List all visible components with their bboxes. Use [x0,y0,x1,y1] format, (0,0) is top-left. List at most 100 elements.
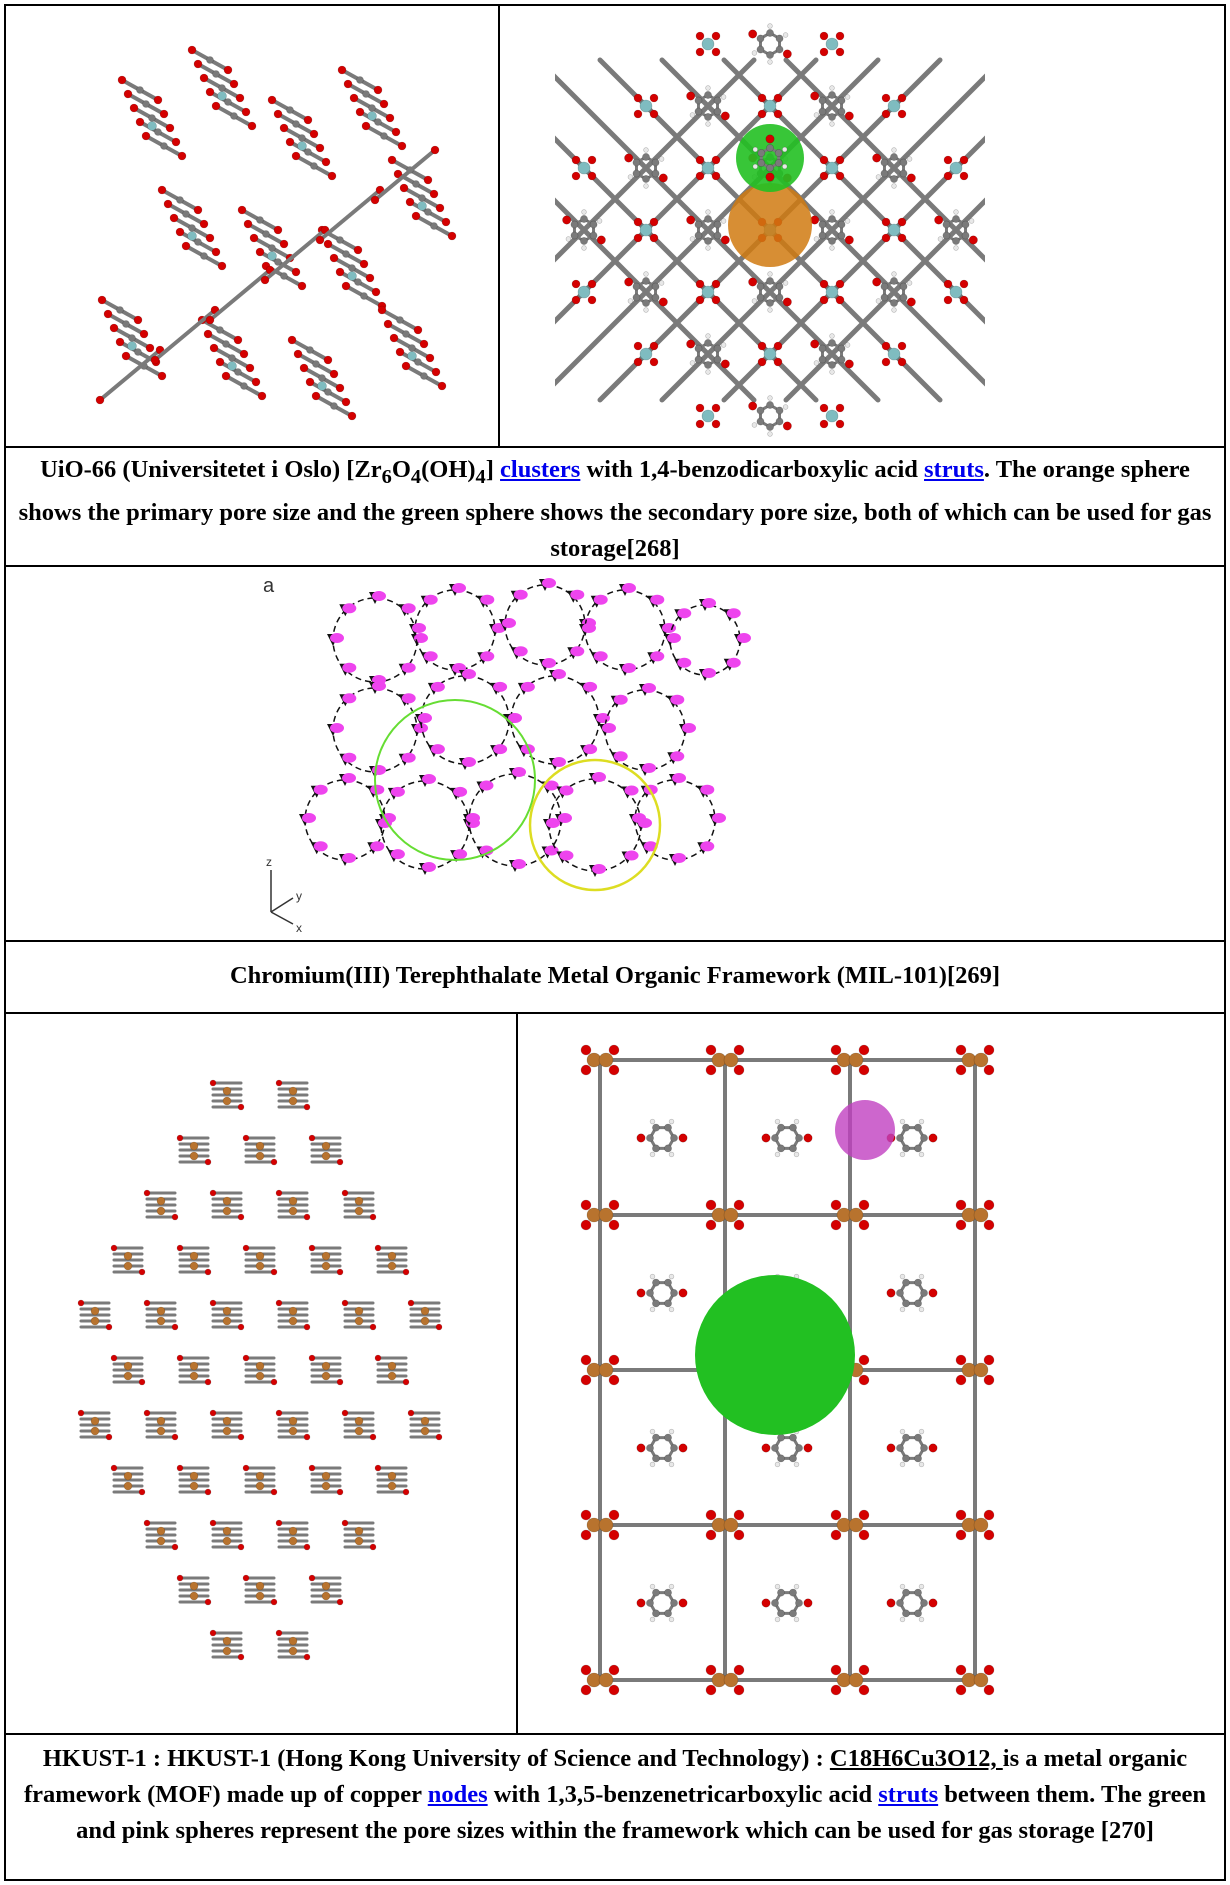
oxygen-atom [624,277,634,287]
oxygen-atom [720,235,730,245]
carbon-atom [570,231,579,240]
copper-atom [123,1261,133,1271]
oxygen-atom [711,47,721,57]
oxygen-atom [241,107,251,117]
hydrogen-atom [968,218,975,224]
oxygen-atom [336,1598,344,1606]
oxygen-atom [273,109,283,119]
chromium-node [508,713,522,723]
carbon-atom [652,1123,660,1132]
hydrogen-atom [829,245,835,251]
hkust1-caption: HKUST-1 : HKUST-1 (Hong Kong University … [24,1745,1206,1844]
copper-atom [723,1052,739,1068]
oxygen-atom [260,275,270,285]
carbon-atom [128,334,136,342]
carbon-atom [914,1299,922,1308]
oxygen-atom [686,215,696,225]
oxygen-atom [608,1509,620,1521]
oxygen-atom [844,111,854,121]
copper-atom [420,1306,430,1316]
hydrogen-atom [752,146,758,153]
carbon-atom [837,344,846,353]
carbon-atom [286,106,294,114]
oxygen-atom [329,253,339,263]
oxygen-atom [303,115,313,125]
copper-atom [222,1196,232,1206]
chromium-node [401,603,416,614]
carbon-atom [818,220,827,229]
oxygen-atom [830,1219,842,1231]
hydrogen-atom [875,298,882,304]
nodes-link[interactable]: nodes [427,1781,488,1808]
green-pore-outline [374,699,536,861]
oxygen-atom [658,297,668,307]
carbon-atom [136,86,144,94]
carbon-atom [194,238,202,246]
zirconium-atom [417,201,427,211]
oxygen-atom [858,1509,870,1521]
oxygen-atom [571,171,581,181]
oxygen-atom [705,1044,717,1056]
oxygen-atom [819,403,829,413]
copper-atom [321,1591,331,1601]
oxygen-atom [872,277,882,287]
oxygen-atom [943,295,953,305]
oxygen-atom [983,1219,995,1231]
copper-atom [354,1206,364,1216]
green-pore-sphere [736,124,804,192]
carbon-atom [902,1299,910,1308]
carbon-atom [324,388,332,396]
oxygen-atom [580,1044,592,1056]
chromium-node [412,623,426,633]
chromium-node [667,633,681,643]
oxygen-atom [835,171,845,181]
carbon-atom [664,1433,672,1442]
carbon-atom [828,237,836,245]
oxygen-atom [211,247,221,257]
oxygen-atom [303,1653,311,1661]
oxygen-atom [171,1213,179,1221]
copper-atom [321,1361,331,1371]
oxygen-atom [303,1213,311,1221]
struts-link[interactable]: struts [878,1781,939,1808]
clusters-link[interactable]: clusters [500,456,581,483]
oxygen-atom [695,279,705,289]
oxygen-atom [176,1134,184,1142]
oxygen-atom [123,89,133,99]
carbon-atom [766,51,774,59]
copper-atom [420,1426,430,1436]
chromium-node [546,818,560,828]
oxygen-atom [695,295,705,305]
oxygen-atom [695,47,705,57]
oxygen-atom [275,1409,283,1417]
copper-atom [288,1646,298,1656]
carbon-atom [652,1299,660,1308]
carbon-atom [775,406,784,415]
carbon-atom [336,236,344,244]
chromium-node [622,583,636,593]
oxygen-atom [249,233,259,243]
copper-atom [973,1207,989,1223]
carbon-atom [818,355,827,364]
struts-link[interactable]: struts [924,456,984,483]
copper-atom [723,1672,739,1688]
uio66-pore-structure [555,23,985,437]
carbon-atom [160,142,168,150]
hydrogen-atom [813,236,820,242]
oxygen-atom [430,145,440,155]
chromium-node [422,862,436,872]
carbon-atom [828,113,836,121]
copper-atom [90,1306,100,1316]
oxygen-atom [204,1488,212,1496]
oxygen-atom [435,203,445,213]
carbon-atom [664,1454,672,1463]
copper-atom [598,1362,614,1378]
hydrogen-atom [705,121,711,127]
panel-label: a [263,575,275,597]
oxygen-atom [773,93,783,103]
copper-atom [123,1371,133,1381]
carbon-atom [818,107,827,116]
carbon-atom [775,34,784,43]
carbon-atom [632,158,641,167]
carbon-atom [789,1123,797,1132]
